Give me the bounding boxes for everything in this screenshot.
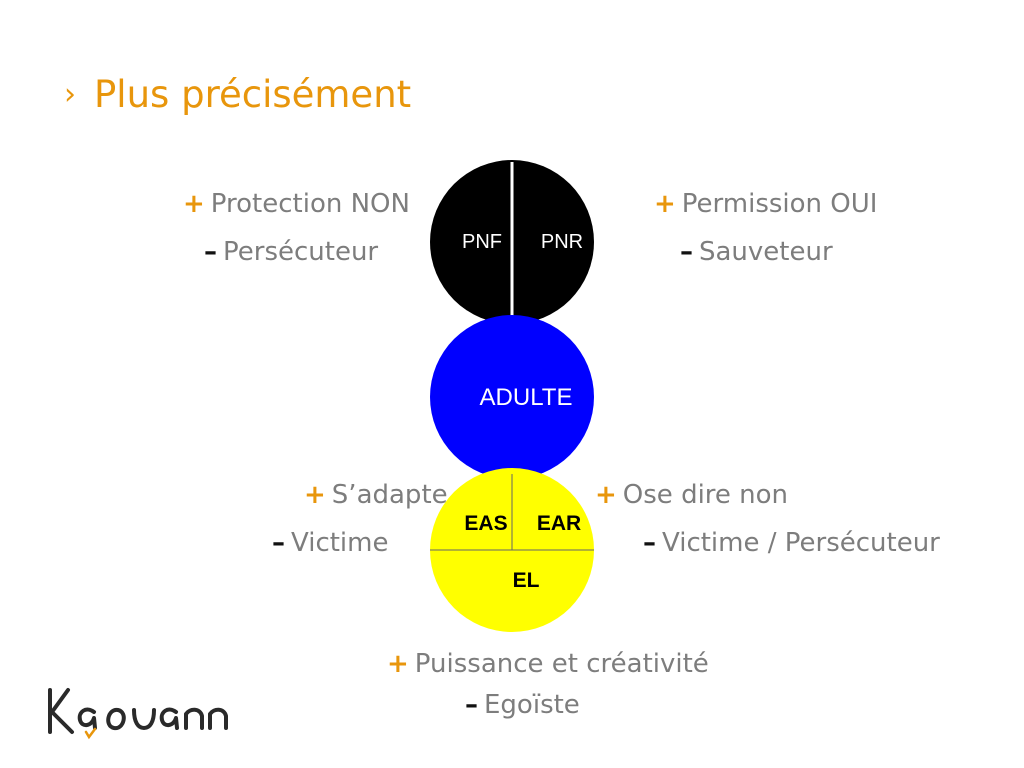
- pnf-minus-text: Persécuteur: [223, 237, 379, 267]
- plus-sign: +: [595, 480, 617, 510]
- parent-circle-group: PNF PNR: [430, 160, 594, 324]
- plus-sign: +: [387, 649, 409, 679]
- slide-title: Plus précisément: [94, 73, 412, 116]
- minus-sign: –: [465, 690, 478, 720]
- eas-minus-annotation: –Victime: [272, 530, 388, 556]
- el-label: EL: [513, 569, 540, 592]
- adult-label: ADULTE: [480, 384, 573, 411]
- pnf-label: PNF: [462, 231, 502, 253]
- minus-sign: –: [680, 237, 693, 267]
- eas-minus-text: Victime: [291, 528, 389, 558]
- el-minus-annotation: –Egoïste: [465, 692, 580, 718]
- eas-label: EAS: [464, 512, 507, 535]
- adult-circle: [430, 315, 594, 479]
- ear-minus-text: Victime / Persécuteur: [662, 528, 940, 558]
- pnf-minus-annotation: –Persécuteur: [204, 239, 378, 265]
- minus-sign: –: [643, 528, 656, 558]
- child-circle-group: EAS EAR EL: [430, 468, 594, 632]
- el-plus-text: Puissance et créativité: [414, 649, 709, 679]
- slide-title-row: › Plus précisément: [64, 76, 411, 113]
- plus-sign: +: [654, 189, 676, 219]
- minus-sign: –: [272, 528, 285, 558]
- el-plus-annotation: +Puissance et créativité: [387, 651, 709, 677]
- pnr-plus-text: Permission OUI: [681, 189, 878, 219]
- plus-sign: +: [304, 480, 326, 510]
- eas-plus-annotation: +S’adapte: [304, 482, 448, 508]
- chevron-right-icon: ›: [64, 76, 76, 112]
- pnr-minus-annotation: –Sauveteur: [680, 239, 833, 265]
- kaouann-logo: [48, 688, 228, 740]
- ear-plus-text: Ose dire non: [622, 480, 789, 510]
- pnf-plus-text: Protection NON: [210, 189, 410, 219]
- minus-sign: –: [204, 237, 217, 267]
- pnr-minus-text: Sauveteur: [699, 237, 833, 267]
- pnf-plus-annotation: +Protection NON: [183, 191, 410, 217]
- el-minus-text: Egoïste: [484, 690, 580, 720]
- ear-label: EAR: [537, 512, 581, 535]
- eas-plus-text: S’adapte: [331, 480, 448, 510]
- plus-sign: +: [183, 189, 205, 219]
- adult-circle-group: ADULTE: [430, 315, 594, 479]
- pnr-label: PNR: [541, 231, 583, 253]
- ear-minus-annotation: –Victime / Persécuteur: [643, 530, 940, 556]
- ear-plus-annotation: +Ose dire non: [595, 482, 788, 508]
- pnr-plus-annotation: +Permission OUI: [654, 191, 877, 217]
